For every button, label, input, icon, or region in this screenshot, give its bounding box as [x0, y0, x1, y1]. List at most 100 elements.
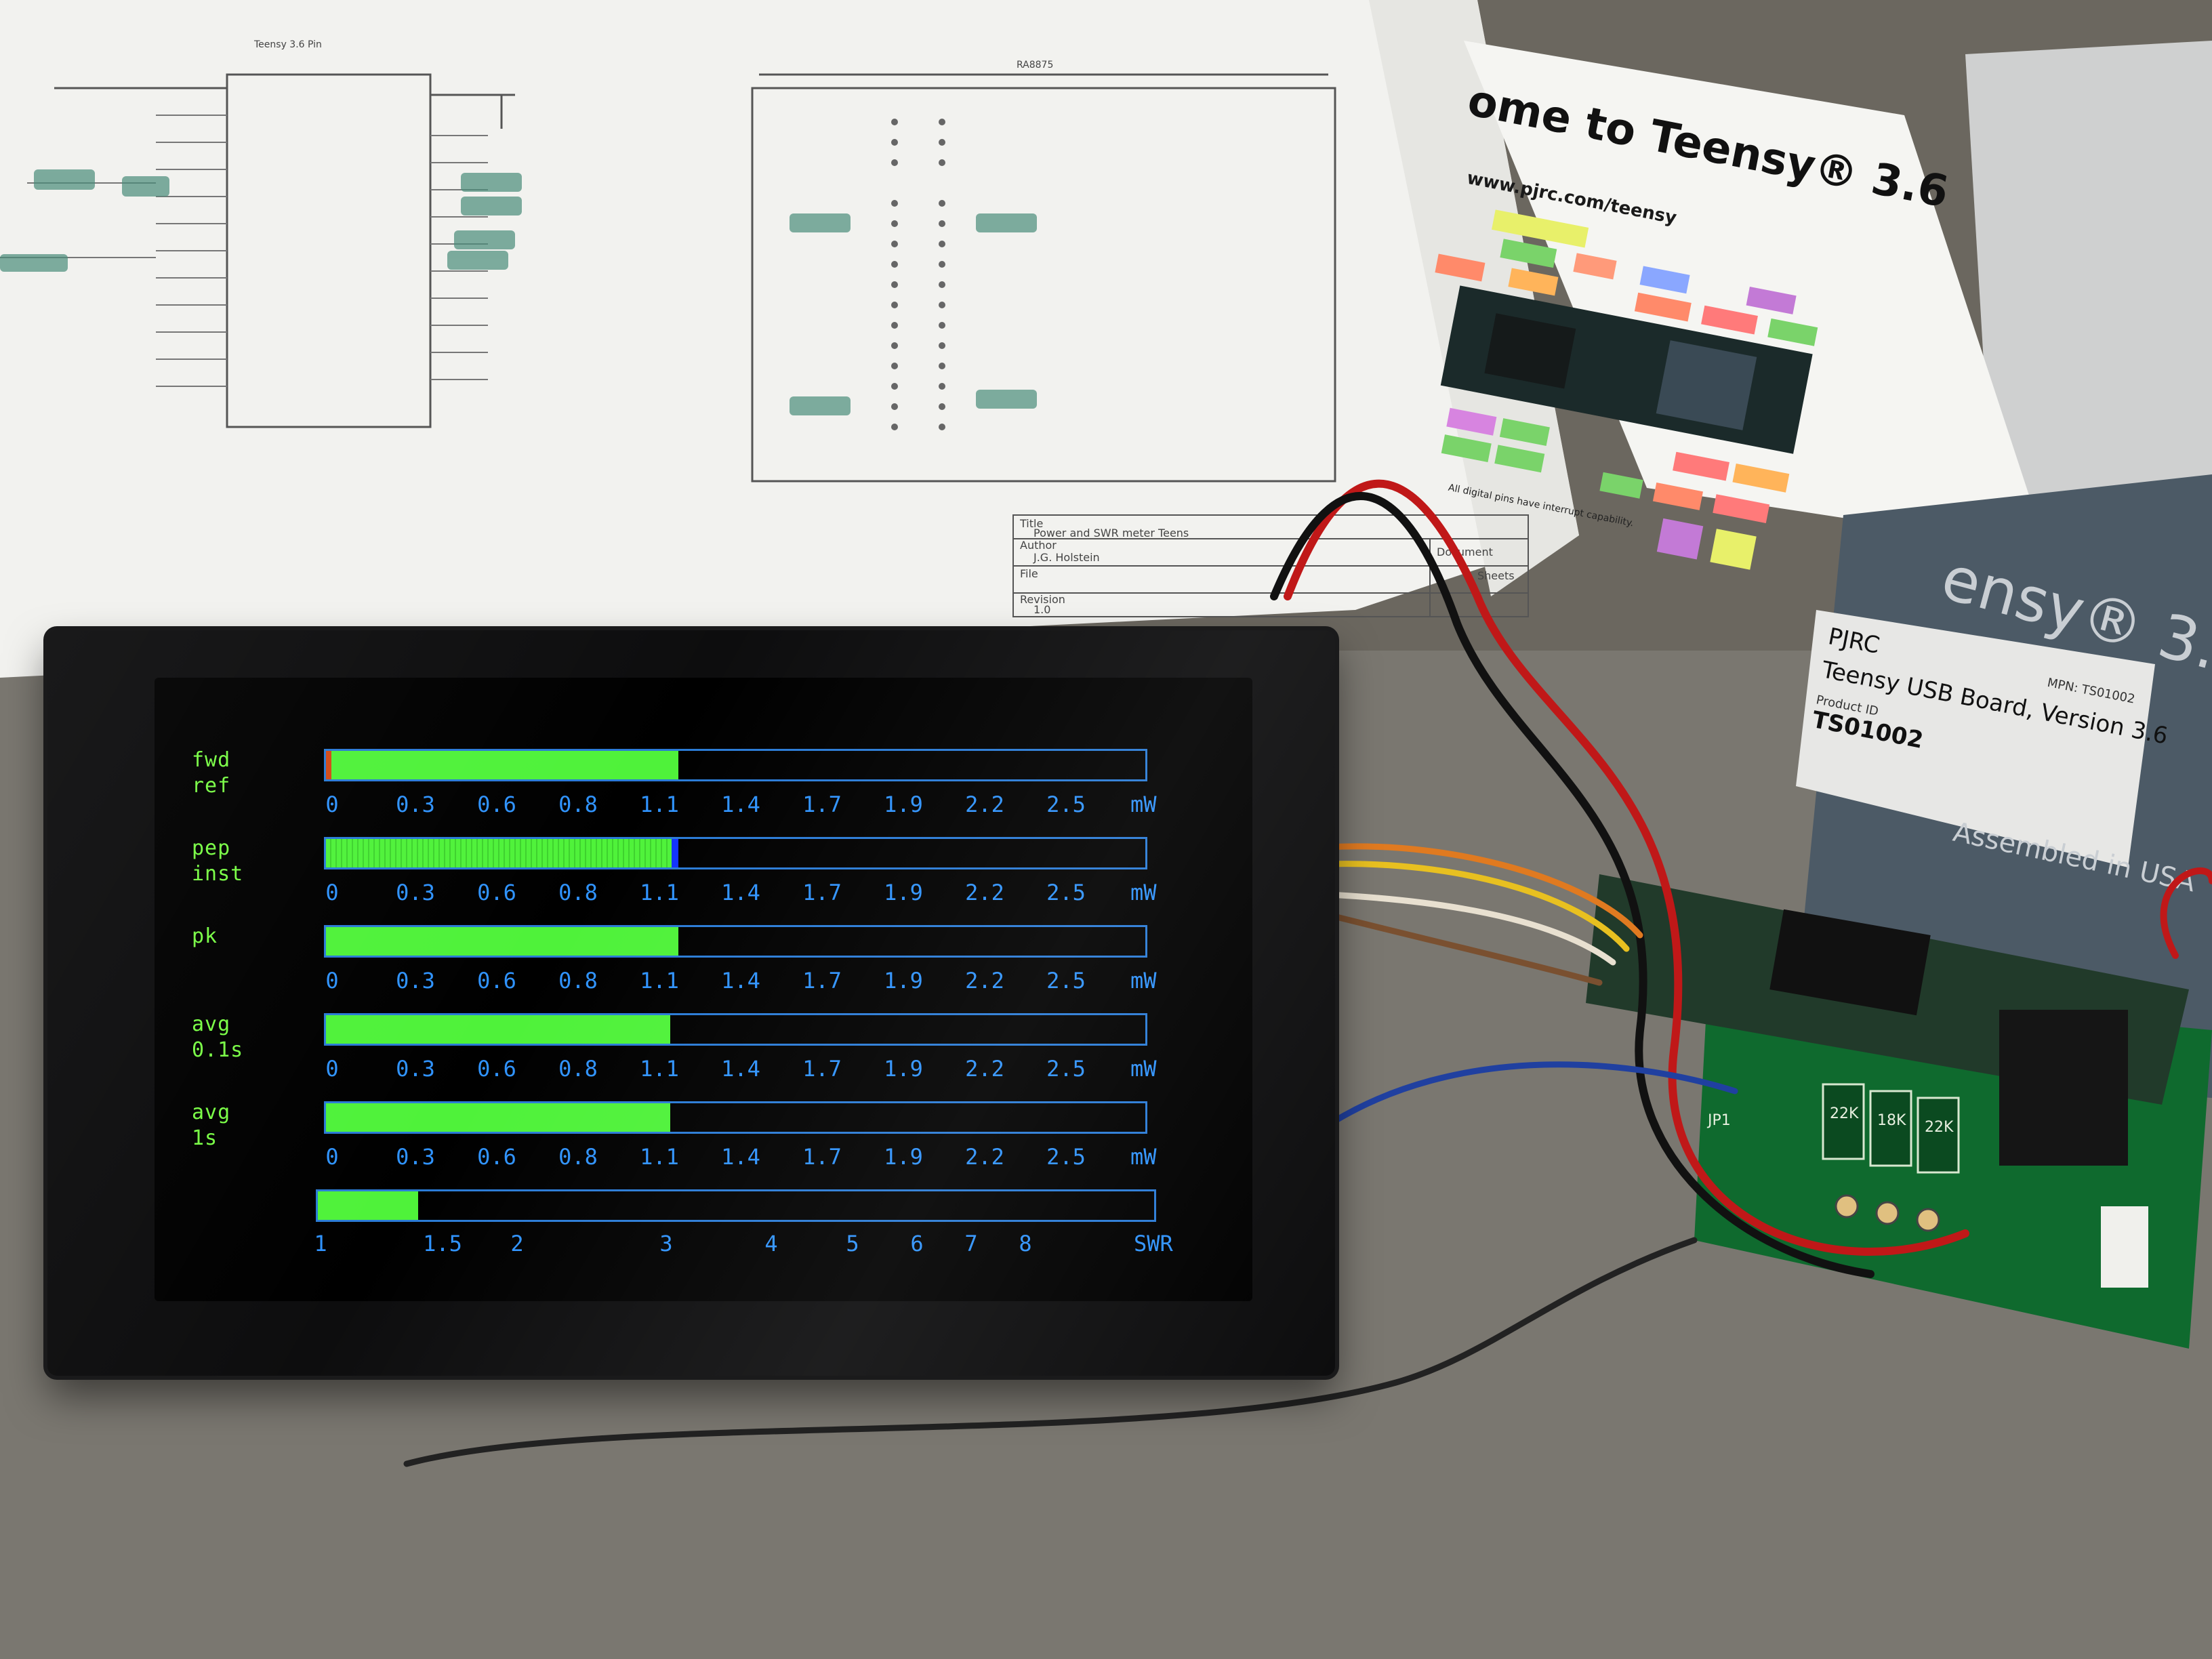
meter-tick-label: 0.3 [396, 792, 435, 817]
swr-tick-label: 8 [1019, 1231, 1032, 1256]
meter-tick-label: 2.2 [965, 1144, 1004, 1170]
meter-label-line: 0.1s [192, 1038, 244, 1062]
file-label: File [1020, 567, 1038, 580]
meter-tick-label: 1.9 [884, 1056, 923, 1082]
revision-label: Revision [1020, 593, 1065, 606]
meter-tick-label: 1.9 [884, 1144, 923, 1170]
meter-bar-frame [324, 925, 1147, 958]
schematic-sheet [0, 0, 1579, 678]
meter-tick-label: 2.5 [1046, 880, 1086, 905]
schematic-right-title: RA8875 [1017, 60, 1053, 70]
meter-tick-label: 1.9 [884, 792, 923, 817]
swr-tick-label: 1 [314, 1231, 327, 1256]
swr-tick-label: 7 [964, 1231, 978, 1256]
meter-tick-label: 1.1 [640, 1144, 679, 1170]
meter-tick-label: 1.9 [884, 968, 923, 994]
meter-tick-label: 0.6 [477, 1144, 516, 1170]
meter-tick-label: 1.4 [721, 792, 760, 817]
meter-label-line: pep [192, 836, 231, 860]
author-label: Author [1020, 539, 1057, 552]
title-label: Title [1019, 517, 1043, 530]
meter-tick-label: 1.1 [640, 1056, 679, 1082]
meter-bar-fill [326, 1103, 670, 1132]
pcb-jst-connector [2101, 1206, 2148, 1288]
meter-tick-label: 1.4 [721, 1144, 760, 1170]
meter-tick-label: 1.4 [721, 968, 760, 994]
meter-tick-label: 0.8 [558, 1056, 598, 1082]
swr-unit-label: SWR [1134, 1231, 1173, 1256]
meter-tick-label: 0 [325, 792, 339, 817]
meter-tick-label: 2.2 [965, 792, 1004, 817]
meter-tick-label: 0.3 [396, 880, 435, 905]
meter-label-line: ref [192, 774, 231, 798]
meter-tick-label: 0 [325, 880, 339, 905]
meter-tick-label: 2.5 [1046, 792, 1086, 817]
pcb-connector-header [1999, 1010, 2128, 1166]
meter-unit-label: mW [1130, 1144, 1157, 1170]
meter-bar-frame [324, 1101, 1147, 1134]
meter-tick-label: 0.6 [477, 792, 516, 817]
meter-tick-label: 0.3 [396, 1056, 435, 1082]
meter-tick-label: 2.5 [1046, 1144, 1086, 1170]
meter-tick-label: 2.2 [965, 968, 1004, 994]
meter-bar-fill [326, 1015, 670, 1044]
meter-tick-label: 1.1 [640, 968, 679, 994]
document-label: Document [1437, 546, 1493, 558]
meter-tick-label: 1.7 [802, 880, 842, 905]
meter-tick-label: 1.4 [721, 1056, 760, 1082]
meter-bar-marker [671, 839, 678, 867]
wire-bundle [403, 479, 2212, 1467]
meter-tick-label: 0.6 [477, 1056, 516, 1082]
meter-unit-label: mW [1130, 968, 1157, 994]
meter-tick-label: 2.5 [1046, 968, 1086, 994]
meter-tick-label: 1.7 [802, 792, 842, 817]
pcb-label-r3: 22K [1925, 1119, 1954, 1136]
meter-bar-fill [326, 751, 678, 779]
meter-label-line: inst [192, 862, 244, 886]
pcb-label-r1: 22K [1830, 1105, 1859, 1122]
meter-unit-label: mW [1130, 1056, 1157, 1082]
meter-label-line: pk [192, 924, 218, 948]
meter-unit-label: mW [1130, 792, 1157, 817]
pcb-label-jp1: JP1 [1706, 1112, 1731, 1129]
meter-tick-label: 1.7 [802, 1056, 842, 1082]
meter-bar-frame [324, 749, 1147, 781]
meter-tick-label: 0.8 [558, 968, 598, 994]
swr-tick-label: 1.5 [423, 1231, 462, 1256]
meter-tick-label: 1.1 [640, 880, 679, 905]
meter-tick-label: 0.8 [558, 1144, 598, 1170]
pcb-label-r2: 18K [1877, 1112, 1906, 1129]
swr-bar-frame [316, 1189, 1156, 1222]
meter-tick-label: 2.5 [1046, 1056, 1086, 1082]
meter-tick-label: 0.3 [396, 1144, 435, 1170]
schematic-left-title: Teensy 3.6 Pin [253, 39, 322, 50]
meter-bar-fill [326, 927, 678, 956]
meter-bar-frame [324, 1013, 1147, 1046]
swr-bar-fill [318, 1191, 419, 1220]
meter-tick-label: 0.6 [477, 968, 516, 994]
schematic-teensy-block [54, 73, 515, 428]
swr-tick-label: 3 [659, 1231, 673, 1256]
swr-tick-label: 4 [764, 1231, 778, 1256]
meter-label: pk [192, 924, 218, 949]
schematic-ra8875-block [751, 73, 1336, 483]
meter-bar-marker [326, 751, 331, 779]
swr-tick-label: 6 [910, 1231, 924, 1256]
meter-tick-label: 1.9 [884, 880, 923, 905]
title-value: Power and SWR meter Teens [1033, 527, 1189, 539]
meter-tick-label: 0.6 [477, 880, 516, 905]
meter-label-line: fwd [192, 748, 231, 772]
swr-tick-label: 5 [846, 1231, 859, 1256]
meter-label-line: avg [192, 1012, 231, 1036]
